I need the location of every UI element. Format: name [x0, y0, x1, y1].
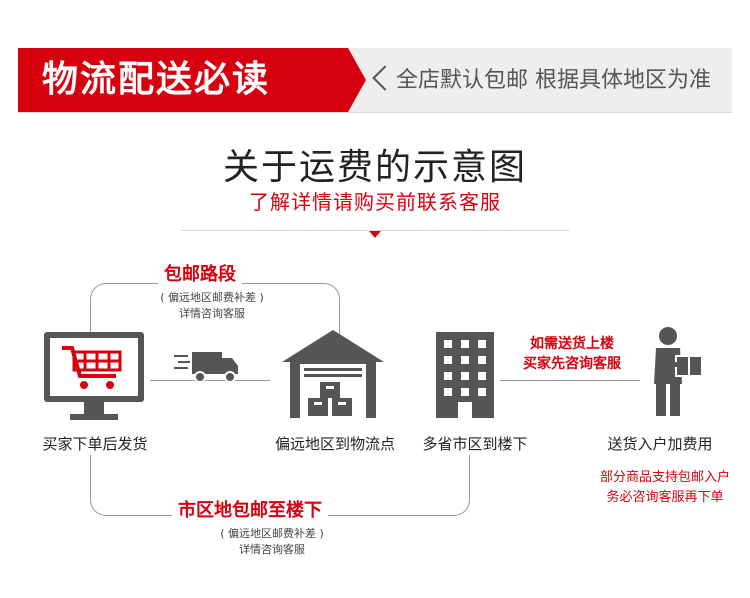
paren-left: ( — [160, 291, 168, 304]
computer-cart-icon — [44, 332, 144, 420]
header-divider — [18, 112, 732, 113]
banner-title: 物流配送必读 — [42, 59, 271, 100]
bottom-route-note-line1: 偏远地区邮费补差 — [228, 527, 316, 540]
page-title: 关于运费的示意图 — [222, 147, 527, 188]
top-route-note-line2: 详情咨询客服 — [179, 307, 245, 320]
caret-down-icon — [369, 231, 381, 238]
paren-left: ( — [220, 527, 228, 540]
step-caption-logistics: 偏远地区到物流点 — [274, 435, 395, 453]
delivery-truck-icon — [174, 352, 238, 383]
building-icon — [436, 332, 494, 418]
title-divider — [180, 230, 570, 231]
header-banner-red-block — [18, 48, 348, 112]
bottom-route-note-line2: 详情咨询客服 — [239, 543, 305, 556]
top-route-label: 包邮路段 — [158, 262, 242, 288]
footnote: 部分商品支持包邮入户 务必咨询客服再下单 — [580, 468, 750, 508]
paren-right: ) — [256, 291, 264, 304]
top-route-note: ( 偏远地区邮费补差 ) 详情咨询客服 — [132, 290, 292, 322]
header-banner-notch — [348, 48, 366, 112]
upstairs-note-line2: 买家先咨询客服 — [523, 356, 621, 372]
page-subtitle: 了解详情请购买前联系客服 — [249, 190, 501, 214]
warehouse-icon — [282, 330, 384, 418]
delivery-man-icon — [654, 327, 703, 416]
upstairs-note: 如需送货上楼 买家先咨询客服 — [512, 334, 632, 374]
step-caption-order: 买家下单后发货 — [42, 435, 148, 453]
step-caption-downstairs: 多省市区到楼下 — [422, 435, 528, 453]
bottom-route-note: ( 偏远地区邮费补差 ) 详情咨询客服 — [192, 526, 352, 558]
top-route-note-line1: 偏远地区邮费补差 — [168, 291, 256, 304]
bottom-route-label: 市区地包邮至楼下 — [172, 498, 328, 524]
upstairs-note-line1: 如需送货上楼 — [530, 336, 614, 352]
footnote-line2: 务必咨询客服再下单 — [606, 490, 724, 505]
connector-line-right — [500, 380, 640, 381]
step-caption-home: 送货入户加费用 — [607, 435, 713, 453]
footnote-line1: 部分商品支持包邮入户 — [599, 470, 730, 485]
paren-right: ) — [316, 527, 324, 540]
connector-line-left — [150, 380, 270, 381]
banner-subtitle: 全店默认包邮 根据具体地区为准 — [396, 68, 711, 93]
